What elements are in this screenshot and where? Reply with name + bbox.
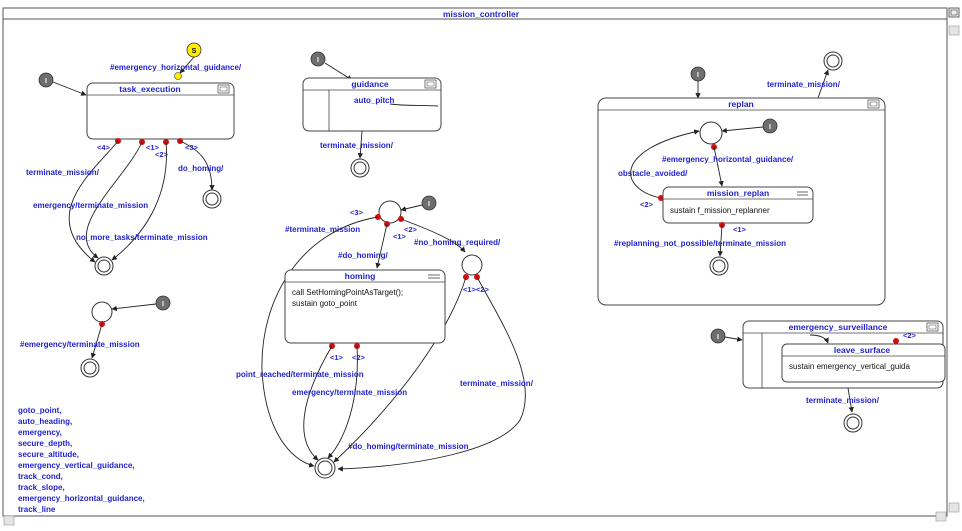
transition-te-emergency: emergency/terminate_mission [33, 201, 148, 210]
svg-text:goto_point,: goto_point, [18, 406, 62, 415]
svg-text:I: I [45, 78, 47, 85]
transition-obstacle: obstacle_avoided/ [618, 169, 688, 178]
initial-marker [310, 51, 326, 67]
priority-te-1: <1> [146, 143, 160, 152]
svg-text:track_slope,: track_slope, [18, 483, 65, 492]
svg-text:track_cond,: track_cond, [18, 472, 63, 481]
svg-text:I: I [428, 201, 430, 208]
transition-emergency-left: #emergency/terminate_mission [20, 340, 140, 349]
initial-marker [762, 118, 778, 134]
events-list: goto_point, auto_heading, emergency, sec… [18, 406, 145, 514]
transition-te-do-homing: do_homing/ [178, 164, 224, 173]
state-homing[interactable]: homing call SetHomingPointAsTarget(); su… [284, 269, 446, 344]
priority-rp-1: <1> [733, 225, 747, 234]
transition-es-terminate: terminate_mission/ [806, 396, 880, 405]
svg-text:track_line: track_line [18, 505, 56, 514]
priority-te-4: <4> [97, 143, 111, 152]
priority-te-2: <2> [155, 150, 169, 159]
svg-text:I: I [317, 57, 319, 64]
state-guidance-inner: auto_pitch [354, 96, 395, 105]
initial-marker [710, 328, 726, 344]
transition-emergency-horizontal-top: #emergency_horizontal_guidance/ [110, 63, 242, 72]
priority-hb-1: <1> [330, 353, 344, 362]
svg-text:emergency_horizontal_guidance,: emergency_horizontal_guidance, [18, 494, 145, 503]
subchart-icon[interactable] [424, 79, 437, 89]
transition-do-homing-terminate: #do_homing/terminate_mission [348, 442, 469, 451]
svg-text:secure_depth,: secure_depth, [18, 439, 72, 448]
state-homing-action-2: sustain goto_point [292, 299, 358, 308]
state-leave-surface-action: sustain emergency_vertical_guida [789, 362, 911, 371]
svg-text:emergency,: emergency, [18, 428, 62, 437]
svg-text:secure_altitude,: secure_altitude, [18, 450, 79, 459]
chart-title: mission_controller [443, 9, 520, 19]
transition-hom-terminate: terminate_mission/ [460, 379, 534, 388]
svg-text:I: I [162, 301, 164, 308]
window-icon[interactable] [948, 7, 960, 18]
priority-rp-2: <2> [640, 200, 654, 209]
initial-marker [38, 72, 54, 88]
choice-emergency-left [91, 301, 113, 323]
transition-replan-emergency-hg: #emergency_horizontal_guidance/ [662, 155, 794, 164]
state-task-execution[interactable]: task_execution [86, 82, 235, 140]
svg-text:auto_heading,: auto_heading, [18, 417, 72, 426]
transition-te-terminate: terminate_mission/ [26, 168, 100, 177]
state-replan-title: replan [728, 99, 754, 109]
state-guidance[interactable]: guidance auto_pitch [302, 77, 442, 132]
transition-hom-do-homing: #do_homing/ [338, 251, 389, 260]
state-homing-title: homing [345, 271, 376, 281]
state-mission-replan[interactable]: mission_replan sustain f_mission_replann… [662, 186, 814, 224]
priority-hm-3: <3> [350, 208, 364, 217]
subchart-icon[interactable] [926, 322, 939, 332]
svg-text:I: I [717, 334, 719, 341]
svg-text:emergency_vertical_guidance,: emergency_vertical_guidance, [18, 461, 135, 470]
choice-replan [699, 121, 723, 145]
priority-es-2: <2> [903, 331, 917, 340]
subchart-icon[interactable] [217, 84, 230, 94]
initial-marker [421, 195, 437, 211]
transition-replan-terminate: terminate_mission/ [767, 80, 841, 89]
state-leave-surface[interactable]: leave_surface sustain emergency_vertical… [781, 343, 946, 383]
state-leave-surface-title: leave_surface [834, 345, 891, 355]
title-bar [2, 7, 948, 20]
menu-icon[interactable] [428, 274, 440, 279]
state-task-execution-title: task_execution [119, 84, 180, 94]
scroll-down-icon[interactable] [948, 502, 960, 513]
priority-hm-12: <1><2> [463, 285, 489, 294]
state-guidance-title: guidance [351, 79, 389, 89]
svg-text:I: I [697, 72, 699, 79]
start-marker-label: S [192, 48, 197, 55]
transition-guid-terminate: terminate_mission/ [320, 141, 394, 150]
transition-point-reached: point_reached/terminate_mission [236, 370, 364, 379]
priority-hb-2: <2> [352, 353, 366, 362]
scroll-left-icon[interactable] [3, 515, 15, 526]
priority-hm-2: <2> [404, 225, 418, 234]
choice-homing [378, 200, 402, 224]
transition-replanning-not-possible: #replanning_not_possible/terminate_missi… [614, 239, 786, 248]
transition-te-no-more-tasks: no_more_tasks/terminate_mission [76, 233, 208, 242]
choice-no-homing [461, 254, 483, 276]
menu-icon[interactable] [797, 191, 808, 196]
transition-hom-no-homing: #no_homing_required/ [414, 238, 501, 247]
priority-hm-1: <1> [393, 232, 407, 241]
state-emergency-surveillance-title: emergency_surveillance [789, 322, 888, 332]
scroll-right-icon[interactable] [935, 511, 947, 522]
scroll-up-icon[interactable] [948, 25, 960, 36]
state-homing-action-1: call SetHomingPointAsTarget(); [292, 288, 403, 297]
state-mission-replan-title: mission_replan [707, 188, 769, 198]
transition-hom-emergency: emergency/terminate_mission [292, 388, 407, 397]
svg-text:I: I [769, 124, 771, 131]
state-mission-replan-action: sustain f_mission_replanner [670, 206, 770, 215]
initial-marker [155, 295, 171, 311]
subchart-icon[interactable] [867, 99, 880, 109]
transition-hom-terminate-hash: #terminate_mission [285, 225, 360, 234]
